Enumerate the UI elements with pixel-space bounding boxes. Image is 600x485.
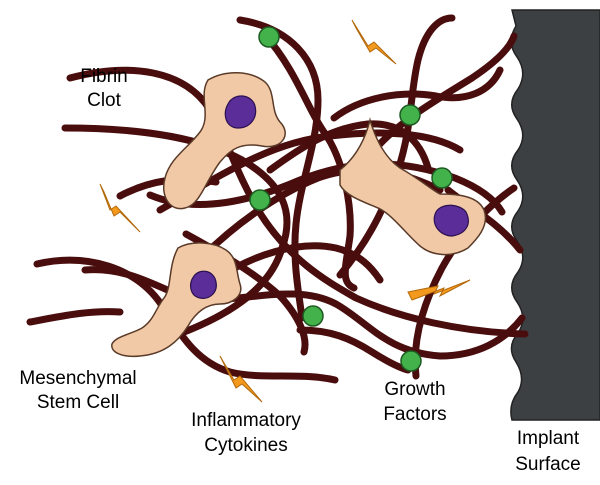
- fibrin-fiber: [26, 308, 124, 326]
- cytokines: [99, 19, 471, 403]
- growth-factors: [249, 26, 453, 372]
- fibrin-fiber: [208, 242, 384, 286]
- stem-cell: [111, 242, 242, 358]
- label-growth-factors-line1: Growth: [384, 379, 445, 400]
- green-dot-icon: [249, 189, 271, 211]
- nucleus: [433, 204, 469, 237]
- fibrin-fiber: [330, 66, 504, 122]
- lightning-bolt-icon: [407, 279, 471, 301]
- fibrin-fiber: [411, 184, 518, 380]
- labels: Fibrin Clot Mesenchymal Stem Cell Inflam…: [19, 66, 580, 475]
- fibrin-fiber: [266, 120, 432, 174]
- lightning-bolt-icon: [99, 183, 141, 233]
- fibrin-fiber: [296, 326, 412, 374]
- fibrin-fiber: [236, 16, 322, 322]
- label-fibrin-clot-line2: Clot: [87, 90, 122, 111]
- cell-body: [111, 242, 242, 358]
- stem-cell: [339, 117, 487, 256]
- green-dot-icon: [302, 305, 324, 327]
- nucleus: [190, 270, 217, 299]
- fibrin-fiber: [33, 256, 339, 384]
- nucleus: [224, 95, 257, 129]
- green-dot-icon: [431, 167, 453, 189]
- green-dot-icon: [258, 26, 280, 48]
- label-stem-cell-line1: Mesenchymal: [19, 368, 136, 389]
- green-dot-icon: [399, 104, 421, 126]
- label-stem-cell-line2: Stem Cell: [37, 392, 119, 413]
- implant-surface: [510, 9, 600, 421]
- label-growth-factors-line2: Factors: [383, 404, 446, 425]
- green-dot-icon: [400, 350, 422, 372]
- lightning-bolt-icon: [351, 19, 397, 65]
- label-cytokines-line2: Cytokines: [204, 435, 287, 456]
- label-implant-surface-line1: Implant: [517, 428, 580, 449]
- lightning-bolt-icon: [219, 355, 263, 403]
- label-implant-surface-line2: Surface: [515, 454, 580, 475]
- fibrin-fiber: [374, 32, 518, 150]
- label-fibrin-clot-line1: Fibrin: [80, 66, 128, 87]
- stem-cell: [163, 72, 286, 210]
- label-cytokines-line1: Inflammatory: [191, 410, 301, 431]
